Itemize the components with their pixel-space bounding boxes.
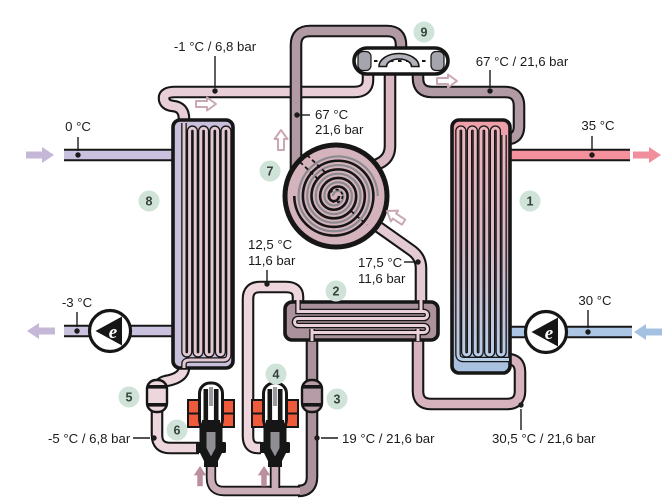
condenser-coil: [455, 125, 509, 363]
pump-label: e: [545, 323, 554, 344]
badge-valve-right: 4: [265, 363, 287, 385]
source-in-arrow-icon: [26, 147, 54, 163]
source-out-arrow-icon: [27, 323, 55, 339]
component-badges: 1 2 3 4 5 6 7 8 9: [118, 21, 541, 441]
badge-evaporator: 8: [138, 190, 160, 212]
injection-flow-arrow-icon: [386, 209, 407, 226]
hot-gas-flow-arrow-icon: [436, 73, 458, 89]
label-condenser-in: 67 °C / 21,6 bar: [476, 54, 569, 69]
badge-condenser: 1: [519, 190, 541, 212]
svg-text:5: 5: [126, 391, 133, 405]
flow-arrows: [26, 73, 662, 487]
heating-pump: e: [523, 309, 569, 355]
measurement-labels: -1 °C / 6,8 bar 0 °C 67 °C 21,6 bar 67 °…: [48, 39, 615, 446]
label-economizer-out-pressure: 11,6 bar: [358, 271, 406, 286]
compressor-center-port: [328, 188, 344, 204]
filter-drier-right: [300, 378, 324, 414]
svg-text:9: 9: [421, 26, 428, 40]
pipes: [64, 24, 632, 498]
svg-text:3: 3: [334, 393, 341, 407]
suction-flow-arrow-icon: [195, 96, 217, 112]
valve-stem: [270, 432, 280, 457]
svg-text:8: 8: [146, 195, 153, 209]
condenser-heat-exchanger: [450, 118, 512, 375]
valve-left-flow-arrow-icon: [193, 466, 207, 487]
scroll-spiral-orbiting: [293, 159, 375, 237]
svg-text:1: 1: [527, 195, 534, 209]
label-economizer-in-temp: 12,5 °C: [248, 237, 293, 252]
filter-drier-left: [145, 378, 169, 414]
label-evaporator-in: -5 °C / 6,8 bar: [48, 431, 131, 446]
badge-separator: 9: [413, 21, 435, 43]
label-discharge-pressure: 21,6 bar: [315, 122, 364, 137]
badge-filter-right: 3: [326, 388, 348, 410]
label-heating-supply: 35 °C: [581, 118, 615, 133]
svg-text:4: 4: [273, 368, 280, 382]
discharge-flow-arrow-icon: [273, 129, 289, 151]
badge-filter-left: 5: [118, 386, 140, 408]
valve-stem: [206, 432, 216, 457]
badge-economizer: 2: [325, 280, 347, 302]
svg-text:7: 7: [267, 165, 274, 179]
scroll-spiral-fixed: [297, 155, 379, 233]
badge-valve-left: 6: [166, 419, 188, 441]
separator-baffle: [378, 52, 420, 68]
oil-separator: [352, 46, 450, 76]
heating-return-arrow-icon: [634, 324, 662, 340]
pump-label: e: [109, 322, 118, 343]
economizer-heat-exchanger: [283, 300, 440, 342]
pump-impeller-icon: [531, 317, 558, 347]
badge-compressor: 7: [259, 160, 281, 182]
expansion-valve-left: [187, 381, 235, 467]
svg-text:6: 6: [174, 424, 181, 438]
label-heating-return: 30 °C: [578, 293, 612, 308]
pump-impeller-icon: [95, 316, 122, 346]
label-suction: -1 °C / 6,8 bar: [174, 39, 257, 54]
label-liquid-line: 19 °C / 21,6 bar: [342, 431, 435, 446]
source-pump: e: [87, 308, 133, 354]
label-economizer-in-pressure: 11,6 bar: [248, 253, 296, 268]
heating-supply-arrow-icon: [633, 147, 661, 163]
label-condenser-out: 30,5 °C / 21,6 bar: [492, 431, 596, 446]
scroll-compressor: [282, 142, 390, 250]
expansion-valve-right: [251, 381, 299, 467]
svg-text:2: 2: [333, 285, 340, 299]
label-source-out: -3 °C: [62, 295, 93, 310]
valve-right-flow-arrow-icon: [257, 466, 271, 487]
pipe-manifold: [205, 462, 300, 497]
label-source-in: 0 °C: [65, 119, 91, 134]
internal-passage-dashes: [299, 154, 368, 226]
label-economizer-out-temp: 17,5 °C: [358, 255, 403, 270]
evaporator-heat-exchanger: [171, 118, 235, 370]
label-discharge-temp: 67 °C: [315, 107, 349, 122]
